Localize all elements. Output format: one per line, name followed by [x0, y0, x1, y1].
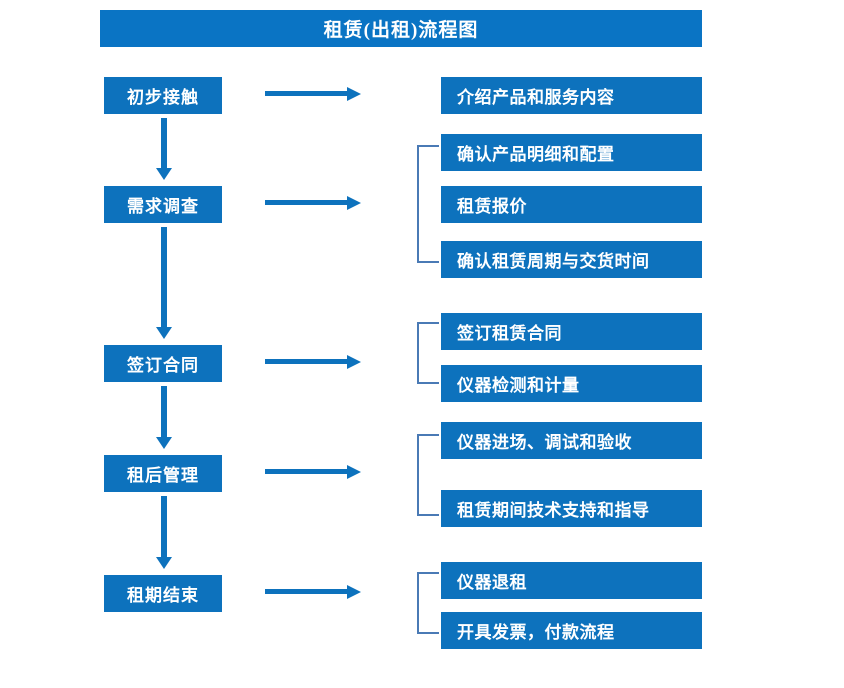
detail-box[interactable]: 仪器检测和计量 — [441, 365, 702, 402]
arrow-down-icon — [155, 227, 173, 339]
stage-box[interactable]: 初步接触 — [104, 77, 222, 114]
detail-box[interactable]: 租赁期间技术支持和指导 — [441, 490, 702, 527]
arrow-down-icon — [155, 118, 173, 180]
group-bracket-icon — [417, 572, 439, 634]
detail-box[interactable]: 签订租赁合同 — [441, 313, 702, 350]
arrow-right-icon — [265, 354, 361, 370]
detail-box[interactable]: 介绍产品和服务内容 — [441, 77, 702, 114]
detail-box[interactable]: 确认产品明细和配置 — [441, 134, 702, 171]
stage-box[interactable]: 签订合同 — [104, 345, 222, 382]
detail-box[interactable]: 仪器退租 — [441, 562, 702, 599]
arrow-right-icon — [265, 86, 361, 102]
arrow-down-icon — [155, 496, 173, 569]
detail-box[interactable]: 确认租赁周期与交货时间 — [441, 241, 702, 278]
group-bracket-icon — [417, 145, 439, 263]
stage-box[interactable]: 租期结束 — [104, 575, 222, 612]
detail-box[interactable]: 仪器进场、调试和验收 — [441, 422, 702, 459]
stage-box[interactable]: 租后管理 — [104, 455, 222, 492]
group-bracket-icon — [417, 322, 439, 384]
arrow-right-icon — [265, 195, 361, 211]
arrow-down-icon — [155, 386, 173, 449]
detail-box[interactable]: 租赁报价 — [441, 186, 702, 223]
stage-box[interactable]: 需求调查 — [104, 186, 222, 223]
group-bracket-icon — [417, 434, 439, 516]
detail-box[interactable]: 开具发票，付款流程 — [441, 612, 702, 649]
page-title: 租赁(出租)流程图 — [100, 10, 702, 47]
arrow-right-icon — [265, 584, 361, 600]
arrow-right-icon — [265, 464, 361, 480]
